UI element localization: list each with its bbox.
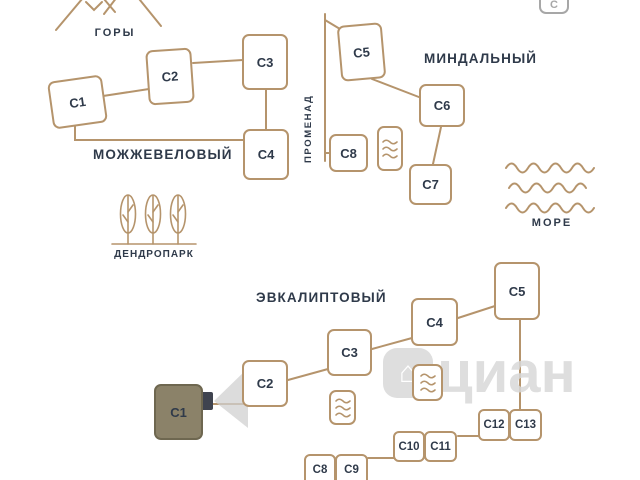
building-eucalyptus-c12[interactable]: С12 xyxy=(478,409,510,441)
building-almond-c6[interactable]: С6 xyxy=(419,84,465,127)
district-label-juniper: МОЖЖЕВЕЛОВЫЙ xyxy=(93,147,233,162)
building-eucalyptus-c10[interactable]: С10 xyxy=(393,431,425,462)
building-eucalyptus-c13[interactable]: С13 xyxy=(509,409,542,441)
building-eucalyptus-c3[interactable]: С3 xyxy=(327,329,372,376)
waves-icon xyxy=(419,372,436,393)
building-eucalyptus-c1-selected[interactable]: С1 xyxy=(154,384,203,440)
pool-icon-box-almond xyxy=(377,126,403,171)
mountains-label: ГОРЫ xyxy=(94,27,136,39)
promenade-label: ПРОМЕНАД xyxy=(303,94,314,163)
sea-waves-icon xyxy=(505,162,595,214)
camera-view-cone xyxy=(214,368,248,428)
building-juniper-c4[interactable]: С4 xyxy=(243,129,289,180)
building-eucalyptus-c11[interactable]: С11 xyxy=(424,431,457,462)
waves-icon xyxy=(334,397,351,418)
building-connector-lines-juniper xyxy=(74,59,267,141)
building-juniper-c3[interactable]: С3 xyxy=(242,34,288,90)
district-label-eucalyptus: ЭВКАЛИПТОВЫЙ xyxy=(256,290,387,305)
building-juniper-c1[interactable]: С1 xyxy=(46,74,109,130)
building-partial-top-right[interactable]: С xyxy=(539,0,569,14)
building-eucalyptus-c9[interactable]: С9 xyxy=(335,454,368,480)
building-juniper-c2[interactable]: С2 xyxy=(145,47,195,106)
cian-watermark-text: циан xyxy=(437,340,576,405)
dendropark-label: ДЕНДРОПАРК xyxy=(114,249,194,260)
building-eucalyptus-c2[interactable]: С2 xyxy=(242,360,288,407)
building-almond-c5[interactable]: С5 xyxy=(336,22,387,82)
pool-icon-box-eucalyptus-2 xyxy=(329,390,356,425)
building-eucalyptus-c5[interactable]: С5 xyxy=(494,262,540,320)
building-eucalyptus-c4[interactable]: С4 xyxy=(411,298,458,346)
building-almond-c7[interactable]: С7 xyxy=(409,164,452,205)
pool-icon-box-eucalyptus-1 xyxy=(412,364,443,401)
waves-icon xyxy=(382,138,398,159)
building-connector-lines-almond xyxy=(324,13,442,165)
building-connector-lines-eucalyptus xyxy=(202,305,521,459)
mountains-icon xyxy=(55,0,162,31)
building-eucalyptus-c8[interactable]: С8 xyxy=(304,454,336,480)
sea-label: МОРЕ xyxy=(531,217,573,229)
district-label-almond: МИНДАЛЬНЫЙ xyxy=(424,51,538,66)
dendropark-trees-icon xyxy=(111,194,197,245)
building-almond-c8[interactable]: С8 xyxy=(329,134,368,172)
